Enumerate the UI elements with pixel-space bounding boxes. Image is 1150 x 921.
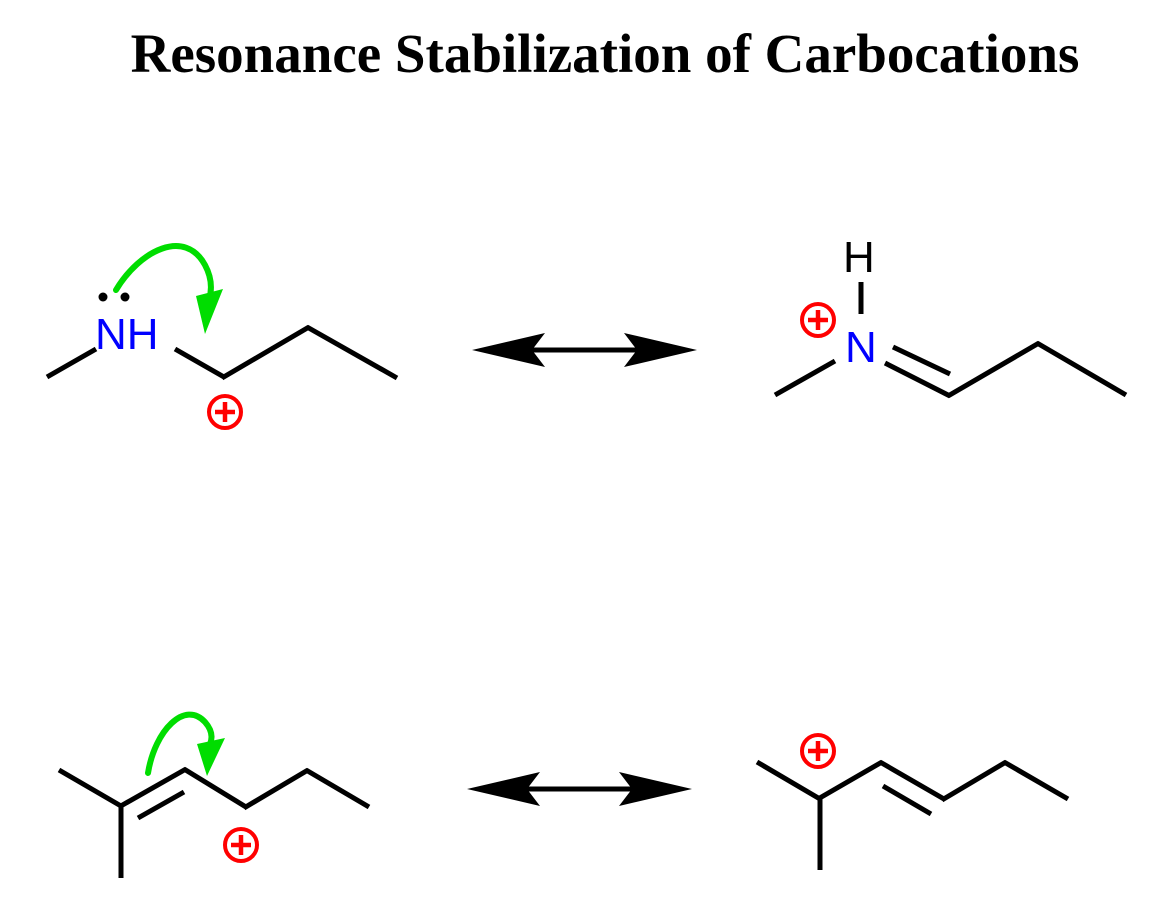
- bond: [1035, 340, 1128, 398]
- bond: [755, 759, 822, 802]
- positive-charge-icon: [223, 827, 259, 863]
- bond: [45, 346, 98, 380]
- double-bond: [883, 360, 952, 399]
- double-bond: [117, 766, 188, 810]
- page-title: Resonance Stabilization of Carbocations: [130, 23, 1080, 84]
- nh-atom-label: NH: [95, 310, 159, 359]
- row2-right-structure: [755, 733, 1070, 870]
- bond: [57, 767, 123, 809]
- bond: [816, 759, 884, 802]
- double-bond: [881, 783, 933, 817]
- double-bond: [878, 759, 946, 802]
- h-atom-label: H: [843, 233, 875, 282]
- double-bond: [891, 344, 952, 377]
- bond: [305, 324, 399, 381]
- row1-left-structure: NH: [45, 243, 399, 430]
- lone-pair-dot: [98, 292, 108, 302]
- bond: [173, 346, 226, 380]
- row1-right-structure: H N: [773, 233, 1128, 399]
- resonance-arrow: [467, 772, 692, 806]
- double-bond: [136, 789, 186, 821]
- positive-charge-icon: [800, 733, 836, 769]
- positive-charge-icon: [207, 394, 243, 430]
- bond: [242, 767, 310, 811]
- row2-left-structure: [57, 711, 371, 878]
- bond: [940, 759, 1008, 803]
- bond: [946, 340, 1041, 399]
- n-atom-label: N: [845, 323, 877, 372]
- lone-pair-dot: [120, 292, 130, 302]
- positive-charge-icon: [800, 302, 836, 338]
- bond: [304, 767, 371, 810]
- bond: [220, 324, 311, 381]
- bond: [1002, 759, 1070, 802]
- resonance-arrow: [472, 333, 697, 367]
- bond: [773, 358, 837, 398]
- curved-electron-arrow: [113, 243, 223, 334]
- curved-electron-arrow: [145, 711, 225, 776]
- bond: [182, 766, 248, 810]
